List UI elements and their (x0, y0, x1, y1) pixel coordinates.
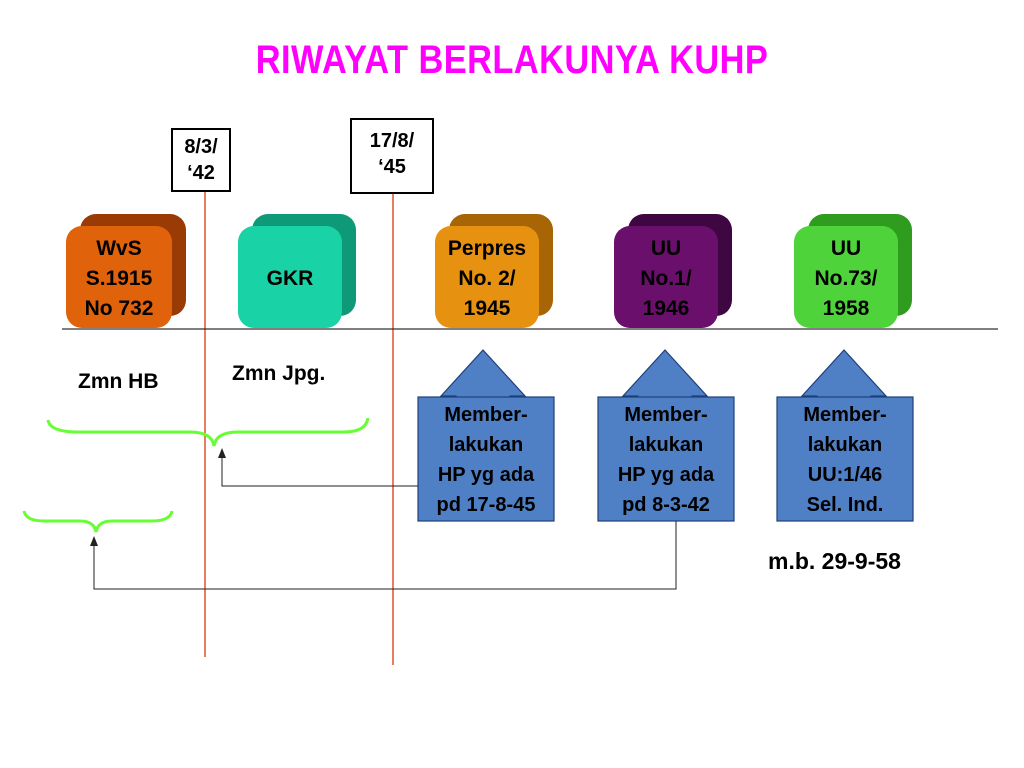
note-line: pd 17-8-45 (436, 494, 536, 516)
note-line: lakukan (628, 434, 704, 456)
note-line: pd 8-3-42 (622, 494, 710, 516)
note-line: HP yg ada (437, 464, 535, 486)
block-uu73 (794, 214, 912, 328)
note-line: Member- (803, 404, 887, 426)
note-line: lakukan (807, 434, 883, 456)
note-text-1: Member- lakukan HP yg ada pd 17-8-45 (418, 400, 554, 520)
block-label-line: UU (650, 237, 682, 260)
note-line: UU:1/46 (807, 464, 883, 486)
block-label-line: No.73/ (814, 267, 878, 290)
callout-arrow-1 (417, 349, 555, 522)
page-title: RIWAYAT BERLAKUNYA KUHP (255, 38, 769, 82)
block-label-line: WvS (96, 237, 142, 260)
note-text-2: Member- lakukan HP yg ada pd 8-3-42 (598, 400, 734, 520)
date-line2: ‘42 (187, 162, 215, 184)
date-box-1942: 8/3/ ‘42 (171, 128, 231, 192)
mb-date-label: m.b. 29-9-58 (768, 548, 901, 574)
block-label-uu73: UU No.73/ 1958 (794, 234, 898, 324)
block-label-uu1: UU No.1/ 1946 (614, 234, 718, 324)
note-line: Member- (444, 404, 528, 426)
note-line: HP yg ada (617, 464, 715, 486)
brace-small (22, 510, 174, 533)
block-label-line: 1946 (642, 297, 690, 320)
connector-arrow-2 (90, 521, 677, 590)
block-label-line: Perpres (447, 237, 527, 260)
block-wvs (66, 214, 186, 328)
block-perpres (435, 214, 553, 328)
note-line: Sel. Ind. (806, 494, 884, 516)
block-label-line: S.1915 (85, 267, 153, 290)
note-line: lakukan (448, 434, 524, 456)
block-label-line: UU (830, 237, 862, 260)
brace-large (46, 417, 370, 447)
callout-arrow-3 (776, 349, 914, 522)
block-uu1 (614, 214, 732, 328)
date-box-1945: 17/8/ ‘45 (350, 118, 434, 194)
block-label-perpres: Perpres No. 2/ 1945 (435, 234, 539, 324)
note-text-3: Member- lakukan UU:1/46 Sel. Ind. (777, 400, 913, 520)
block-label-line: 1958 (822, 297, 870, 320)
block-gkr (238, 214, 356, 328)
block-label-line: No 732 (84, 297, 154, 320)
period-label-hb: Zmn HB (78, 370, 159, 393)
block-label-wvs: WvS S.1915 No 732 (66, 234, 172, 324)
block-label-gkr: GKR (238, 264, 342, 294)
callout-arrow-2 (597, 349, 735, 522)
date-line1: 8/3/ (184, 136, 218, 158)
block-label-line: 1945 (463, 297, 511, 320)
date-line1: 17/8/ (369, 130, 415, 152)
block-label-line: No.1/ (640, 267, 692, 290)
date-line2: ‘45 (378, 156, 406, 178)
period-label-jpg: Zmn Jpg. (232, 362, 326, 385)
note-line: Member- (624, 404, 708, 426)
block-label-line: No. 2/ (458, 267, 516, 290)
block-label-line: GKR (266, 267, 314, 290)
connector-arrow-1 (218, 448, 418, 487)
